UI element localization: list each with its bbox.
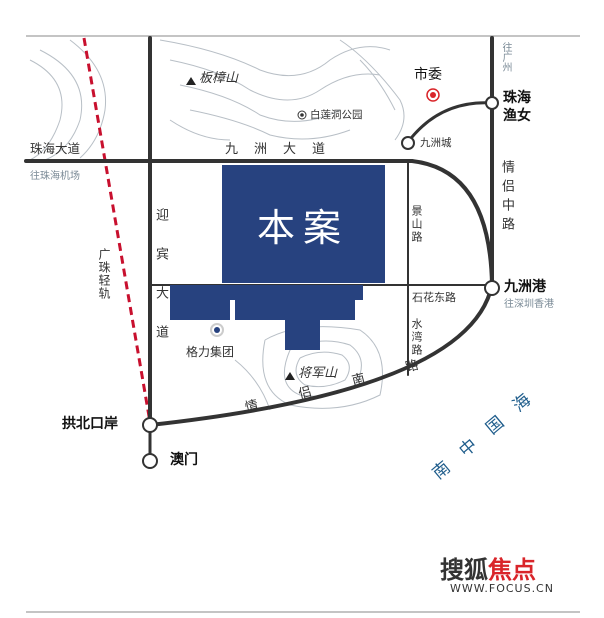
qinglv-middle-road-line: [410, 159, 494, 287]
zhuhai-avenue-label: 珠海大道: [30, 141, 81, 156]
gongbei-port-label: 拱北口岸: [62, 416, 118, 432]
guangzhu-railway-line: [82, 37, 152, 423]
jiuzhou-avenue-label: 九洲大道: [225, 142, 342, 157]
jiuzhou-city-connector-line: [406, 101, 494, 144]
macau-marker[interactable]: [142, 453, 158, 469]
watermark-brand-b: 焦点: [488, 556, 536, 584]
bailiandong-park-marker[interactable]: [297, 110, 307, 120]
zhuhai-yunu-marker[interactable]: [485, 96, 499, 110]
bailiandong-park-label: 白莲洞公园: [310, 109, 363, 121]
mountain-icon: [186, 77, 196, 85]
gree-group-marker[interactable]: [210, 323, 224, 337]
mountain-icon: [285, 372, 295, 380]
sohu-focus-watermark: 搜狐焦点 WWW.FOCUS.CN: [440, 550, 580, 598]
project-label[interactable]: 本案: [256, 205, 349, 250]
qinglv-south-road-line: [148, 283, 494, 427]
jiuzhou-port-label: 九洲港: [504, 279, 546, 295]
macau-label: 澳门: [170, 452, 198, 468]
gongbei-port-marker[interactable]: [142, 417, 158, 433]
road-network: [24, 36, 494, 462]
jingshan-road-label: 景山路: [410, 205, 423, 244]
watermark-url: WWW.FOCUS.CN: [450, 582, 554, 595]
jiuzhou-port-marker[interactable]: [484, 280, 500, 296]
guangzhu-railway-label: 广珠轻轨: [97, 248, 111, 300]
yingbin-avenue-label: 迎宾大道: [153, 208, 168, 364]
jiuzhou-city-marker[interactable]: [401, 136, 415, 150]
project-block[interactable]: [170, 165, 385, 350]
shuiwan-road-label: 水湾路: [410, 318, 423, 357]
to-guangzhou-label: 往广州: [500, 42, 511, 72]
to-airport-label: 往珠海机场: [30, 171, 80, 182]
gree-group-label: 格力集团: [186, 345, 235, 359]
jiuzhou-city-label: 九洲城: [420, 137, 452, 149]
shihua-east-road-label: 石花东路: [412, 291, 456, 304]
jiangjun-mountain-label: 将军山: [298, 366, 338, 381]
zhuhai-yunu-label: 珠海渔女: [503, 90, 531, 124]
banzhang-mountain-label: 板樟山: [199, 71, 239, 86]
city-committee-marker[interactable]: [426, 88, 440, 102]
watermark-brand-a: 搜狐: [440, 556, 488, 584]
to-shenzhen-hk-label: 往深圳香港: [504, 299, 554, 310]
city-committee-label: 市委: [414, 67, 442, 83]
qinglv-middle-road-label: 情侣中路: [499, 160, 514, 236]
